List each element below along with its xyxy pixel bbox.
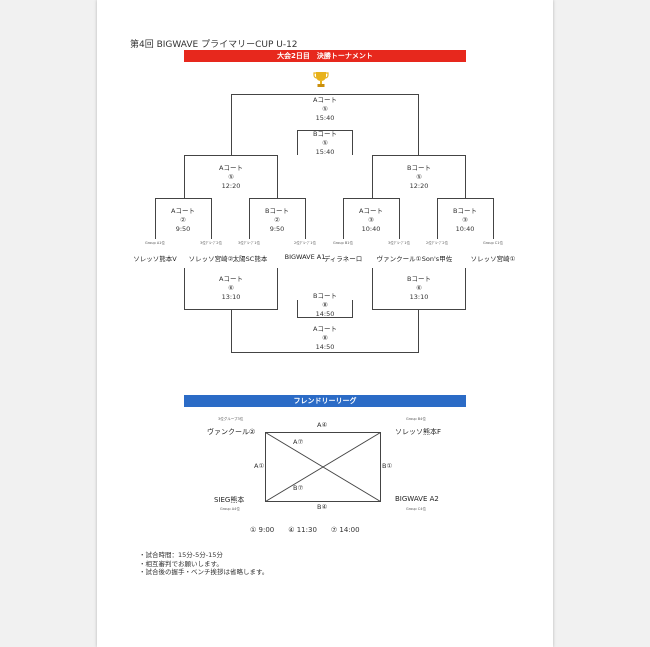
- semifinal-left-match: Aコート ⑤ 12:20: [219, 164, 243, 190]
- note-item: ・相互審判でお願いします。: [139, 559, 223, 568]
- consolation-right-match: Bコート ⑥ 13:10: [407, 275, 431, 301]
- consolation-left-match: Aコート ⑥ 13:10: [219, 275, 243, 301]
- friendly-seed-tl: 3位グループ3位: [218, 417, 244, 421]
- trophy-icon: [313, 72, 329, 87]
- team-name: BIGWAVE A1: [284, 253, 326, 261]
- quarterfinal-4-match: Bコート ③ 10:40: [453, 207, 477, 233]
- friendly-match-top: A④: [317, 421, 328, 429]
- team-name: Son's甲佐: [421, 255, 453, 263]
- team-seed: 3位ｸﾞﾙｰﾌﾟ1位: [238, 241, 260, 245]
- friendly-league-banner: フレンドリーリーグ: [184, 395, 466, 407]
- note-item: ・試合後の握手・ベンチ挨拶は省略します。: [139, 568, 269, 576]
- friendly-team-tl: ヴァンクール②: [207, 428, 256, 436]
- team-seed: Group A1位: [145, 241, 165, 245]
- friendly-league-diagram: [265, 432, 381, 502]
- quarterfinal-1-match: Aコート ② 9:50: [171, 207, 195, 233]
- consolation-mid-match: Bコート ⑧ 14:50: [313, 292, 337, 318]
- friendly-seed-bl: Group A4位: [220, 507, 240, 511]
- friendly-match-diag-upper: A⑦: [293, 438, 304, 446]
- team-seed: Group B1位: [333, 241, 353, 245]
- team-seed: 3位ｸﾞﾙｰﾌﾟ2位: [200, 241, 222, 245]
- team-name: ソレッソ宮崎②: [188, 255, 234, 263]
- third-place-match: Bコート ⑤ 15:40: [313, 130, 337, 156]
- friendly-match-diag-lower: B⑦: [293, 484, 304, 492]
- friendly-team-tr: ソレッソ熊本F: [395, 428, 442, 436]
- friendly-match-bottom: B④: [317, 503, 328, 511]
- friendly-team-br: BIGWAVE A2: [395, 495, 439, 503]
- team-name: 太陽SC熊本: [232, 255, 268, 263]
- team-name: ディラネーロ: [323, 255, 363, 263]
- final-match: Aコート ⑤ 15:40: [313, 96, 337, 122]
- friendly-seed-tr: Group B4位: [406, 417, 426, 421]
- quarterfinal-3-match: Aコート ③ 10:40: [359, 207, 383, 233]
- friendly-team-bl: SIEG熊本: [214, 496, 245, 504]
- team-seed: 2位ｸﾞﾙｰﾌﾟ2位: [426, 241, 448, 245]
- notes-list: ・試合時間：15分-5分-15分 ・相互審判でお願いします。 ・試合後の握手・ベ…: [139, 551, 268, 577]
- document-page: 第4回 BIGWAVE プライマリーCUP U-12 大会2日目 決勝トーナメン…: [97, 0, 553, 647]
- consolation-final-match: Aコート ⑧ 14:50: [313, 325, 337, 351]
- friendly-time-schedule: ① 9:00 ④ 11:30 ⑦ 14:00: [250, 526, 360, 534]
- semifinal-right-match: Bコート ⑤ 12:20: [407, 164, 431, 190]
- quarterfinal-2-match: Bコート ② 9:50: [265, 207, 289, 233]
- team-seed: 3位ｸﾞﾙｰﾌﾟ1位: [388, 241, 410, 245]
- team-name: ソレッソ宮崎①: [470, 255, 516, 263]
- friendly-match-left: A①: [254, 462, 265, 470]
- team-name: ソレッソ熊本V: [133, 255, 177, 263]
- friendly-seed-br: Group C4位: [406, 507, 426, 511]
- friendly-match-right: B①: [382, 462, 393, 470]
- document-title: 第4回 BIGWAVE プライマリーCUP U-12: [130, 40, 298, 50]
- team-seed: Group C1位: [483, 241, 503, 245]
- note-item: ・試合時間：15分-5分-15分: [139, 551, 223, 559]
- team-seed: 2位ｸﾞﾙｰﾌﾟ1位: [294, 241, 316, 245]
- final-tournament-banner: 大会2日目 決勝トーナメント: [184, 50, 466, 62]
- team-name: ヴァンクール①: [376, 255, 422, 263]
